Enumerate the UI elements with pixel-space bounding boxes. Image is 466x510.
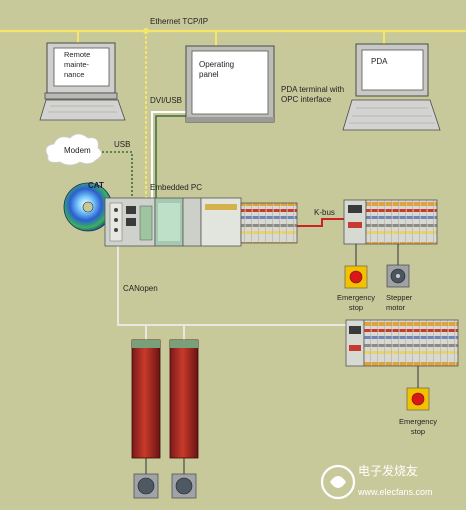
canopen-label: CANopen <box>123 284 158 293</box>
canopen-io-station <box>345 319 459 367</box>
stepper-label-1: Stepper <box>386 293 413 302</box>
canopen-bus <box>117 246 346 340</box>
usb-label: USB <box>114 140 131 149</box>
kbus-io-station <box>343 199 438 245</box>
modem-label: Modem <box>64 146 91 155</box>
embedded-pc <box>104 197 298 247</box>
kbus-label: K-bus <box>314 208 335 217</box>
watermark-url: www.elecfans.com <box>358 487 433 497</box>
estop1-label-1: Emergency <box>337 293 375 302</box>
dvi-usb-cable <box>151 111 190 210</box>
watermark-text: 电子发烧友 <box>358 464 419 478</box>
remote-label-1: Remote <box>64 50 91 59</box>
ethernet-label: Ethernet TCP/IP <box>150 17 209 26</box>
operating-panel-label-1: Operating <box>199 60 235 69</box>
pda-terminal-label-1: PDA terminal with <box>281 85 345 94</box>
watermark-logo <box>320 464 356 500</box>
pda-laptop <box>342 43 441 131</box>
stepper-label-2: motor <box>386 303 406 312</box>
emergency-stop-icon-2 <box>406 387 430 411</box>
modem-cloud-icon <box>45 133 102 166</box>
stepper-motor-icon <box>386 264 410 288</box>
remote-maintenance-computer <box>39 42 126 121</box>
dvi-usb-label: DVI/USB <box>150 96 183 105</box>
dvi-usb-cable-2 <box>155 115 190 210</box>
pda-terminal-label-2: OPC interface <box>281 95 332 104</box>
estop2-label-1: Emergency <box>399 417 437 426</box>
kbus-cable <box>296 218 345 227</box>
operating-panel-label-2: panel <box>199 70 219 79</box>
ethernet-bus <box>0 28 466 210</box>
remote-label-3: nance <box>64 70 85 79</box>
remote-label-2: mainte- <box>64 60 90 69</box>
operating-panel <box>185 45 275 123</box>
cd-logo-text: CAT <box>88 181 104 190</box>
servo-drive-icon <box>131 339 199 459</box>
usb-cable <box>98 151 133 205</box>
servo-motor-icon <box>133 473 197 499</box>
estop1-label-2: stop <box>348 303 364 312</box>
emergency-stop-icon <box>344 265 368 289</box>
estop2-label-2: stop <box>410 427 426 436</box>
embedded-pc-label: Embedded PC <box>150 183 203 192</box>
pda-label: PDA <box>371 57 388 66</box>
